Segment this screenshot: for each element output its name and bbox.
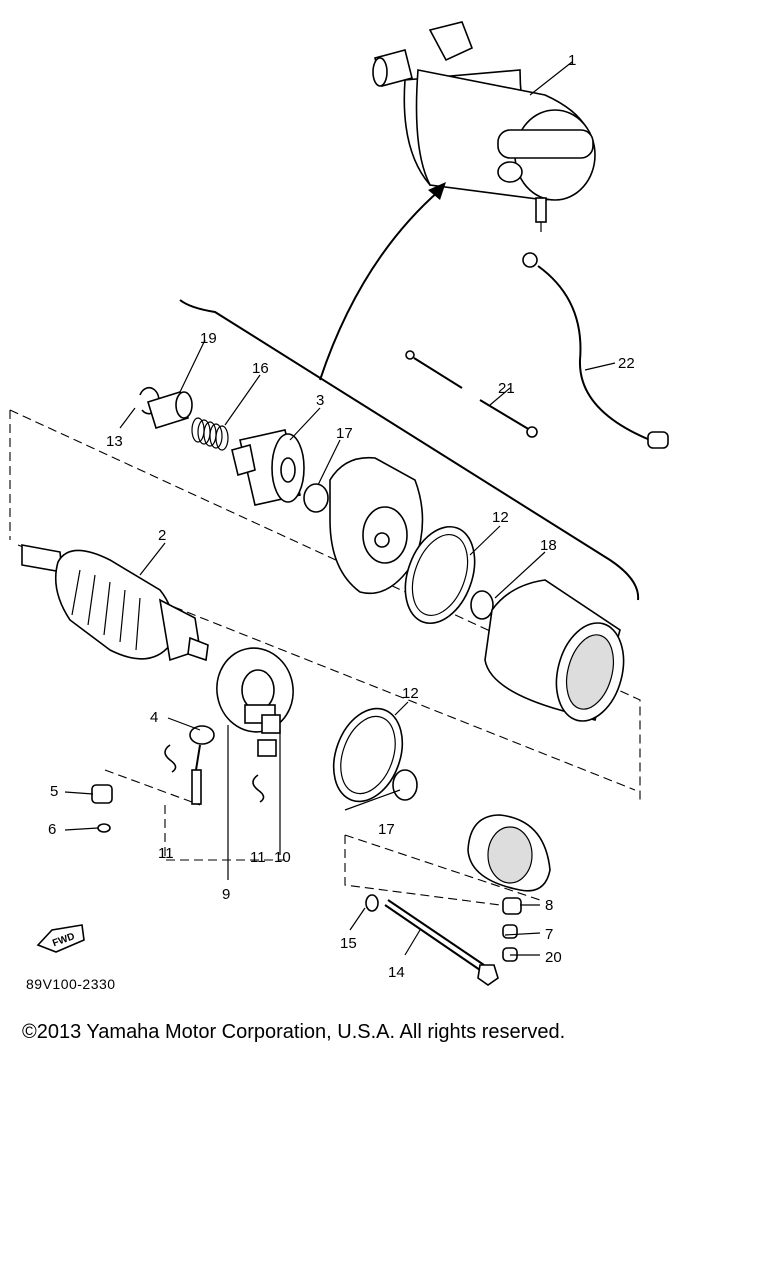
leader-lines [64,61,616,956]
brush-spring-2 [252,774,265,803]
explode-frame [9,409,641,800]
copyright-notice: ©2013 Yamaha Motor Corporation, U.S.A. A… [22,1021,566,1043]
washer-15 [365,894,379,912]
drawing-code: 89V100-2330 [26,976,116,992]
brush-10 [257,739,277,757]
starter-motor-assembly [372,21,596,232]
starter-clutch [231,429,305,506]
callout-15: 15 [340,935,357,952]
callout-8: 8 [545,897,553,914]
callout-12a: 12 [492,509,509,526]
grommet-8 [502,897,522,915]
callout-labels: 1 2 3 4 5 6 7 8 9 10 11 11 12 12 13 14 1… [48,52,635,981]
callout-11b: 11 [250,849,266,866]
callout-6: 6 [48,821,56,838]
brush-frame [104,769,285,861]
small-washer [97,823,111,833]
arrow-head [428,182,446,200]
endcap-frame [344,834,541,906]
callout-10: 10 [274,849,291,866]
nut-7 [502,924,518,939]
callout-5: 5 [50,783,58,800]
callout-14: 14 [388,964,405,981]
callout-11a: 11 [158,845,174,862]
callout-2: 2 [158,527,166,544]
bush [147,390,193,430]
callout-12b: 12 [402,685,419,702]
front-housing [329,456,424,594]
callout-17a: 17 [336,425,353,442]
brush-spring [164,744,177,773]
callout-18: 18 [540,537,557,554]
callout-1: 1 [568,52,576,69]
yoke [484,579,625,722]
washer [303,483,329,513]
callout-19: 19 [200,330,217,347]
short-lead [405,350,538,438]
starter-motor-exploded-diagram: FWD 1 2 3 4 5 6 7 8 9 10 [9,21,669,986]
washer-18 [470,590,494,620]
callout-22: 22 [618,355,635,372]
brush-lead [189,725,215,805]
lead-wire [522,252,669,449]
callout-7: 7 [545,926,553,943]
callout-17b: 17 [378,821,395,838]
armature [21,544,209,662]
callout-9: 9 [222,886,230,903]
fwd-arrow: FWD [36,924,85,953]
callout-21: 21 [498,380,515,397]
brush-plate [216,647,294,734]
washer-lower [392,769,418,801]
callout-13: 13 [106,433,123,450]
assembly-arrow [319,189,441,381]
o-ring-lower [332,707,404,803]
spring [191,417,229,451]
grommet [91,784,113,804]
o-ring [404,525,476,625]
kit-bracket [179,299,640,601]
callout-16: 16 [252,360,269,377]
through-bolt [384,899,499,986]
rear-cover [467,814,551,892]
callout-3: 3 [316,392,324,409]
callout-4: 4 [150,709,158,726]
callout-20: 20 [545,949,562,966]
